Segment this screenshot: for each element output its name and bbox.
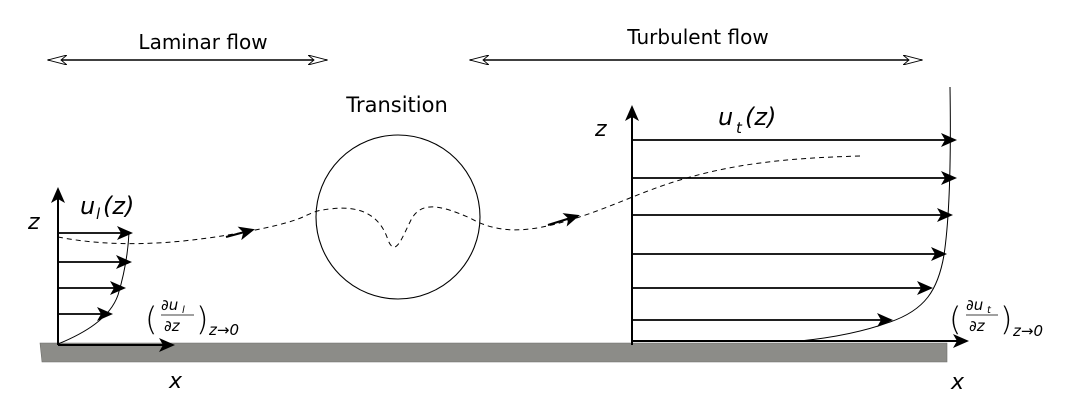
streamline-arrow-2 <box>547 213 580 227</box>
turbulent-x-label: x <box>950 370 965 395</box>
laminar-z-label: z <box>27 210 40 235</box>
svg-text:): ) <box>1000 300 1012 338</box>
turbulent-u-label: u t (z) <box>718 103 776 137</box>
svg-text:u: u <box>718 103 733 131</box>
turbulent-z-label: z <box>594 117 607 142</box>
turbulent-profile-curve <box>799 86 951 342</box>
turbulent-flow-label: Turbulent flow <box>626 25 768 49</box>
transition-circle <box>315 134 481 300</box>
svg-text:(: ( <box>949 300 961 338</box>
svg-text:∂z: ∂z <box>164 317 181 335</box>
svg-text:(z): (z) <box>103 192 134 220</box>
svg-text:(z): (z) <box>745 103 776 131</box>
laminar-flow-label: Laminar flow <box>138 30 267 54</box>
transition-label: Transition <box>345 93 448 117</box>
svg-text:(: ( <box>145 300 157 338</box>
flow-streamline <box>57 155 863 248</box>
svg-text:t: t <box>736 119 743 137</box>
svg-text:z→0: z→0 <box>208 321 239 339</box>
laminar-wall-gradient-label: ( ∂u l ∂z ) z→0 <box>145 296 239 339</box>
wall-plate <box>39 342 948 363</box>
svg-text:t: t <box>987 305 992 316</box>
svg-text:l: l <box>182 305 185 316</box>
laminar-profile <box>51 187 175 352</box>
streamline-arrow-1 <box>225 226 255 241</box>
turbulent-profile <box>625 86 969 348</box>
svg-text:∂u: ∂u <box>161 296 178 314</box>
svg-text:∂u: ∂u <box>966 296 983 314</box>
svg-text:): ) <box>196 300 208 338</box>
laminar-u-label: u l (z) <box>80 192 134 223</box>
svg-text:z→0: z→0 <box>1012 322 1043 340</box>
laminar-x-label: x <box>168 369 183 394</box>
turbulent-wall-gradient-label: ( ∂u t ∂z ) z→0 <box>949 296 1043 340</box>
svg-text:∂z: ∂z <box>969 317 986 335</box>
svg-text:l: l <box>96 205 101 223</box>
svg-text:u: u <box>80 192 95 220</box>
laminar-profile-curve <box>57 231 130 345</box>
